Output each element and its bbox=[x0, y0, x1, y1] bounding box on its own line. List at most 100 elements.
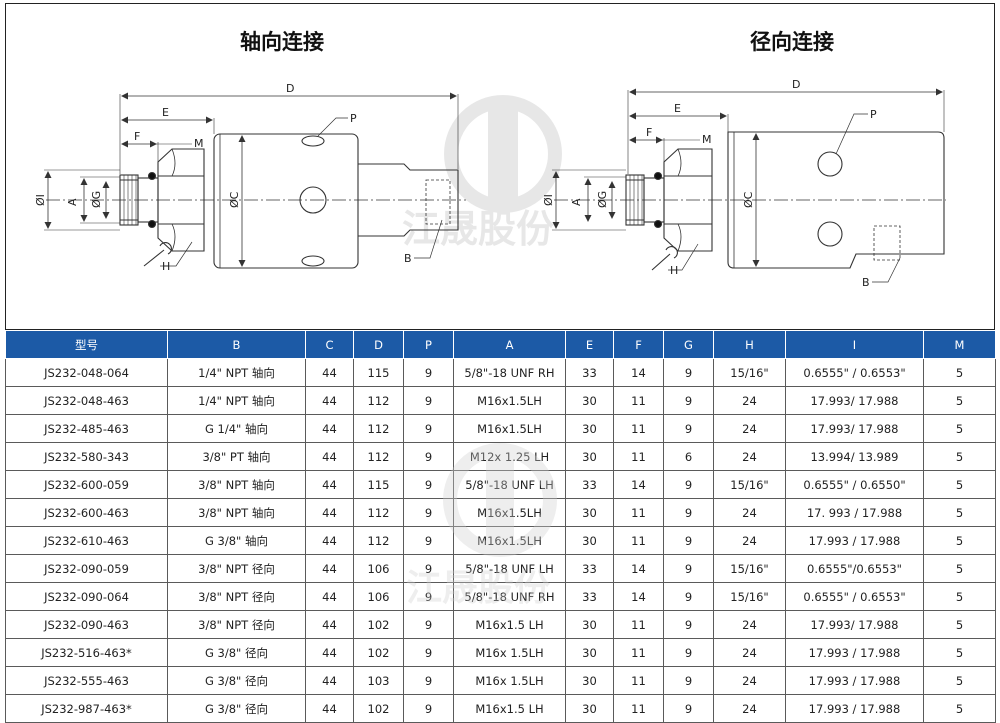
table-cell: M12x 1.25 LH bbox=[453, 442, 566, 471]
table-cell: 24 bbox=[713, 610, 786, 639]
axial-label-m: M bbox=[194, 137, 204, 150]
table-cell: 15/16" bbox=[713, 470, 786, 499]
table-cell: 30 bbox=[565, 414, 614, 443]
table-cell: 112 bbox=[353, 498, 404, 527]
table-cell: G 1/4" 轴向 bbox=[167, 414, 306, 443]
table-cell: 11 bbox=[613, 526, 664, 555]
column-header-model: 型号 bbox=[5, 331, 168, 359]
table-cell: 5 bbox=[923, 470, 996, 499]
table-cell: JS232-048-463 bbox=[5, 386, 168, 415]
table-cell: JS232-987-463* bbox=[5, 694, 168, 723]
table-cell: JS232-555-463 bbox=[5, 666, 168, 695]
table-cell: 24 bbox=[713, 694, 786, 723]
radial-dimension-labels: D E F M P ØI A ØG ØC H B bbox=[542, 78, 877, 289]
table-cell: 5 bbox=[923, 414, 996, 443]
table-cell: 9 bbox=[663, 554, 714, 583]
table-cell: 3/8" NPT 轴向 bbox=[167, 498, 306, 527]
column-header-d: D bbox=[353, 331, 404, 359]
table-cell: 33 bbox=[565, 358, 614, 387]
table-cell: JS232-048-064 bbox=[5, 358, 168, 387]
column-header-p: P bbox=[403, 331, 454, 359]
column-header-i: I bbox=[785, 331, 924, 359]
table-cell: M16x1.5LH bbox=[453, 414, 566, 443]
table-cell: 102 bbox=[353, 610, 404, 639]
table-cell: M16x1.5 LH bbox=[453, 694, 566, 723]
radial-label-b: B bbox=[862, 276, 870, 289]
table-cell: 5 bbox=[923, 554, 996, 583]
table-cell: 9 bbox=[403, 498, 454, 527]
table-cell: 5 bbox=[923, 610, 996, 639]
table-cell: 17.993 / 17.988 bbox=[785, 666, 924, 695]
table-cell: 24 bbox=[713, 386, 786, 415]
table-cell: M16x 1.5LH bbox=[453, 666, 566, 695]
table-cell: 15/16" bbox=[713, 358, 786, 387]
table-cell: 17.993/ 17.988 bbox=[785, 610, 924, 639]
table-cell: 33 bbox=[565, 554, 614, 583]
table-cell: 112 bbox=[353, 526, 404, 555]
table-cell: 112 bbox=[353, 414, 404, 443]
table-cell: 30 bbox=[565, 610, 614, 639]
table-cell: 17.993 / 17.988 bbox=[785, 694, 924, 723]
table-cell: 5 bbox=[923, 666, 996, 695]
table-cell: 44 bbox=[305, 582, 354, 611]
radial-connection-drawing bbox=[552, 88, 946, 283]
column-header-m: M bbox=[923, 331, 996, 359]
axial-label-f: F bbox=[134, 130, 140, 143]
table-cell: 102 bbox=[353, 638, 404, 667]
radial-label-g: ØG bbox=[596, 191, 609, 208]
table-cell: 44 bbox=[305, 638, 354, 667]
table-cell: 44 bbox=[305, 610, 354, 639]
radial-connection-title: 径向连接 bbox=[750, 30, 834, 54]
table-cell: 11 bbox=[613, 638, 664, 667]
radial-label-i: ØI bbox=[542, 194, 555, 206]
table-cell: 3/8" NPT 径向 bbox=[167, 554, 306, 583]
table-cell: 5/8"-18 UNF RH bbox=[453, 582, 566, 611]
table-cell: 9 bbox=[663, 694, 714, 723]
table-cell: 44 bbox=[305, 498, 354, 527]
table-cell: G 3/8" 径向 bbox=[167, 638, 306, 667]
table-cell: 30 bbox=[565, 694, 614, 723]
table-cell: G 3/8" 径向 bbox=[167, 694, 306, 723]
radial-label-m: M bbox=[702, 133, 712, 146]
table-cell: 3/8" NPT 轴向 bbox=[167, 470, 306, 499]
table-cell: 9 bbox=[403, 610, 454, 639]
table-cell: 30 bbox=[565, 498, 614, 527]
radial-label-a: A bbox=[570, 198, 583, 206]
table-cell: 5/8"-18 UNF LH bbox=[453, 554, 566, 583]
table-cell: 30 bbox=[565, 526, 614, 555]
radial-label-h: H bbox=[670, 264, 678, 277]
table-cell: G 3/8" 径向 bbox=[167, 666, 306, 695]
table-cell: 30 bbox=[565, 442, 614, 471]
table-cell: 5 bbox=[923, 442, 996, 471]
table-cell: 13.994/ 13.989 bbox=[785, 442, 924, 471]
drawing-canvas: 江晟股份 bbox=[34, 78, 946, 289]
table-cell: 5 bbox=[923, 358, 996, 387]
table-cell: 5 bbox=[923, 498, 996, 527]
table-cell: 112 bbox=[353, 442, 404, 471]
table-cell: 44 bbox=[305, 470, 354, 499]
table-cell: 5 bbox=[923, 386, 996, 415]
table-cell: 9 bbox=[663, 386, 714, 415]
table-cell: 106 bbox=[353, 554, 404, 583]
table-cell: 9 bbox=[663, 526, 714, 555]
table-cell: 9 bbox=[403, 526, 454, 555]
table-cell: 6 bbox=[663, 442, 714, 471]
table-cell: 17.993/ 17.988 bbox=[785, 386, 924, 415]
column-header-b: B bbox=[167, 331, 306, 359]
axial-label-e: E bbox=[162, 106, 169, 119]
column-header-e: E bbox=[565, 331, 614, 359]
table-cell: 15/16" bbox=[713, 554, 786, 583]
table-cell: 11 bbox=[613, 386, 664, 415]
table-cell: JS232-090-064 bbox=[5, 582, 168, 611]
table-cell: 11 bbox=[613, 414, 664, 443]
technical-drawing-panel: 江晟股份 bbox=[5, 3, 995, 330]
table-cell: 11 bbox=[613, 610, 664, 639]
column-header-a: A bbox=[453, 331, 566, 359]
table-cell: 17.993 / 17.988 bbox=[785, 526, 924, 555]
